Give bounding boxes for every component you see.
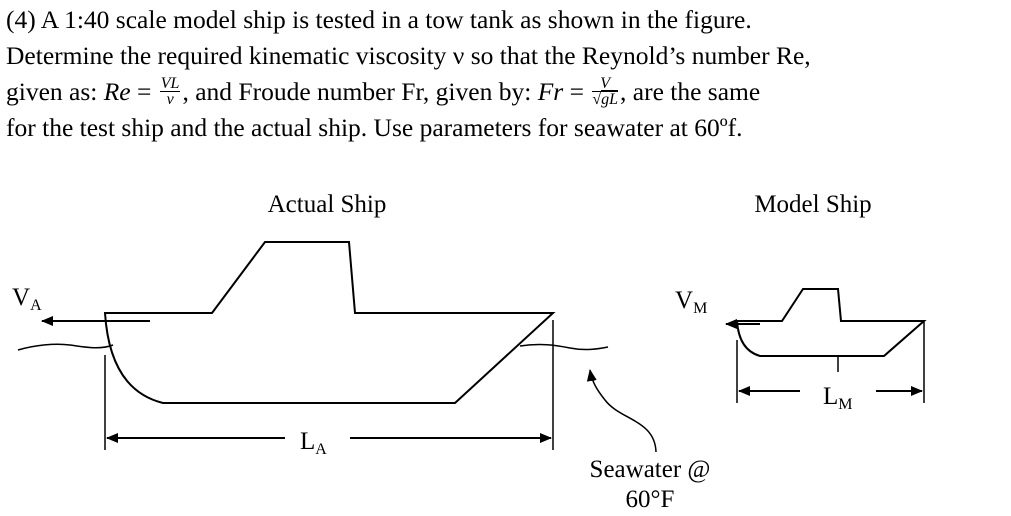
velocity-model-label: VM	[675, 287, 707, 317]
froude-numerator: V	[592, 75, 619, 92]
reynolds-numerator: VL	[159, 74, 181, 92]
sqrt-argument: gL	[601, 89, 619, 108]
velocity-actual-label: VA	[12, 284, 42, 314]
seawater-label-line1: Seawater @	[590, 456, 711, 483]
froude-symbol: Fr	[537, 77, 564, 106]
actual-water-right	[519, 343, 609, 351]
reynolds-symbol: Re	[103, 77, 131, 106]
problem-line-1: (4) A 1:40 scale model ship is tested in…	[6, 5, 752, 34]
froude-fraction: V√gL	[592, 75, 619, 108]
reynolds-equals: =	[130, 77, 158, 106]
problem-statement: (4) A 1:40 scale model ship is tested in…	[6, 2, 1006, 146]
problem-line-2: Determine the required kinematic viscosi…	[6, 41, 811, 70]
problem-line-3c: , are the same	[620, 77, 761, 106]
seawater-label-line2: 60°F	[626, 486, 675, 513]
seawater-arrow	[586, 369, 657, 453]
problem-line-3b: , and Froude number Fr, given by:	[182, 77, 538, 106]
froude-equals: =	[563, 77, 591, 106]
actual-ship-hull	[103, 241, 556, 404]
actual-ship-title: Actual Ship	[268, 191, 387, 218]
actual-length-label: LA	[300, 428, 327, 458]
problem-line-4: for the test ship and the actual ship. U…	[6, 113, 743, 142]
reynolds-denominator: ν	[166, 90, 174, 108]
actual-water-left	[17, 343, 114, 351]
model-length-label: LM	[823, 383, 853, 413]
problem-line-3a: given as:	[6, 77, 104, 106]
model-ship-title: Model Ship	[754, 191, 871, 218]
sqrt-symbol: √	[592, 90, 602, 108]
froude-denominator: √gL	[592, 89, 619, 108]
model-ship-hull	[735, 288, 927, 357]
